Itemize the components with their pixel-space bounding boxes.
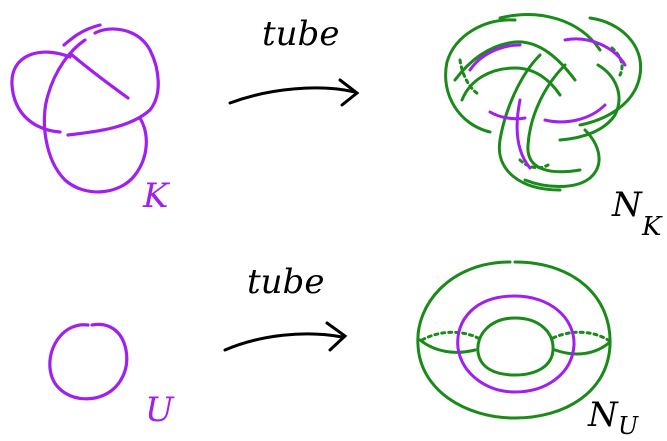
nk-subscript: K	[642, 212, 662, 242]
nu-subscript: U	[618, 412, 639, 440]
nu-label: N	[588, 395, 618, 435]
tube-label-top: tube	[262, 14, 340, 54]
tube-label-bottom: tube	[247, 262, 325, 302]
tube-arrow-top	[228, 78, 360, 107]
unknot	[48, 322, 129, 401]
nk-label: N	[612, 185, 642, 225]
trefoil-knot	[10, 23, 160, 194]
tube-trefoil	[444, 13, 643, 192]
unknot-label: U	[145, 390, 174, 430]
tube-torus	[416, 260, 612, 420]
tube-arrow-bottom	[223, 321, 348, 352]
knot-label: K	[143, 176, 169, 216]
